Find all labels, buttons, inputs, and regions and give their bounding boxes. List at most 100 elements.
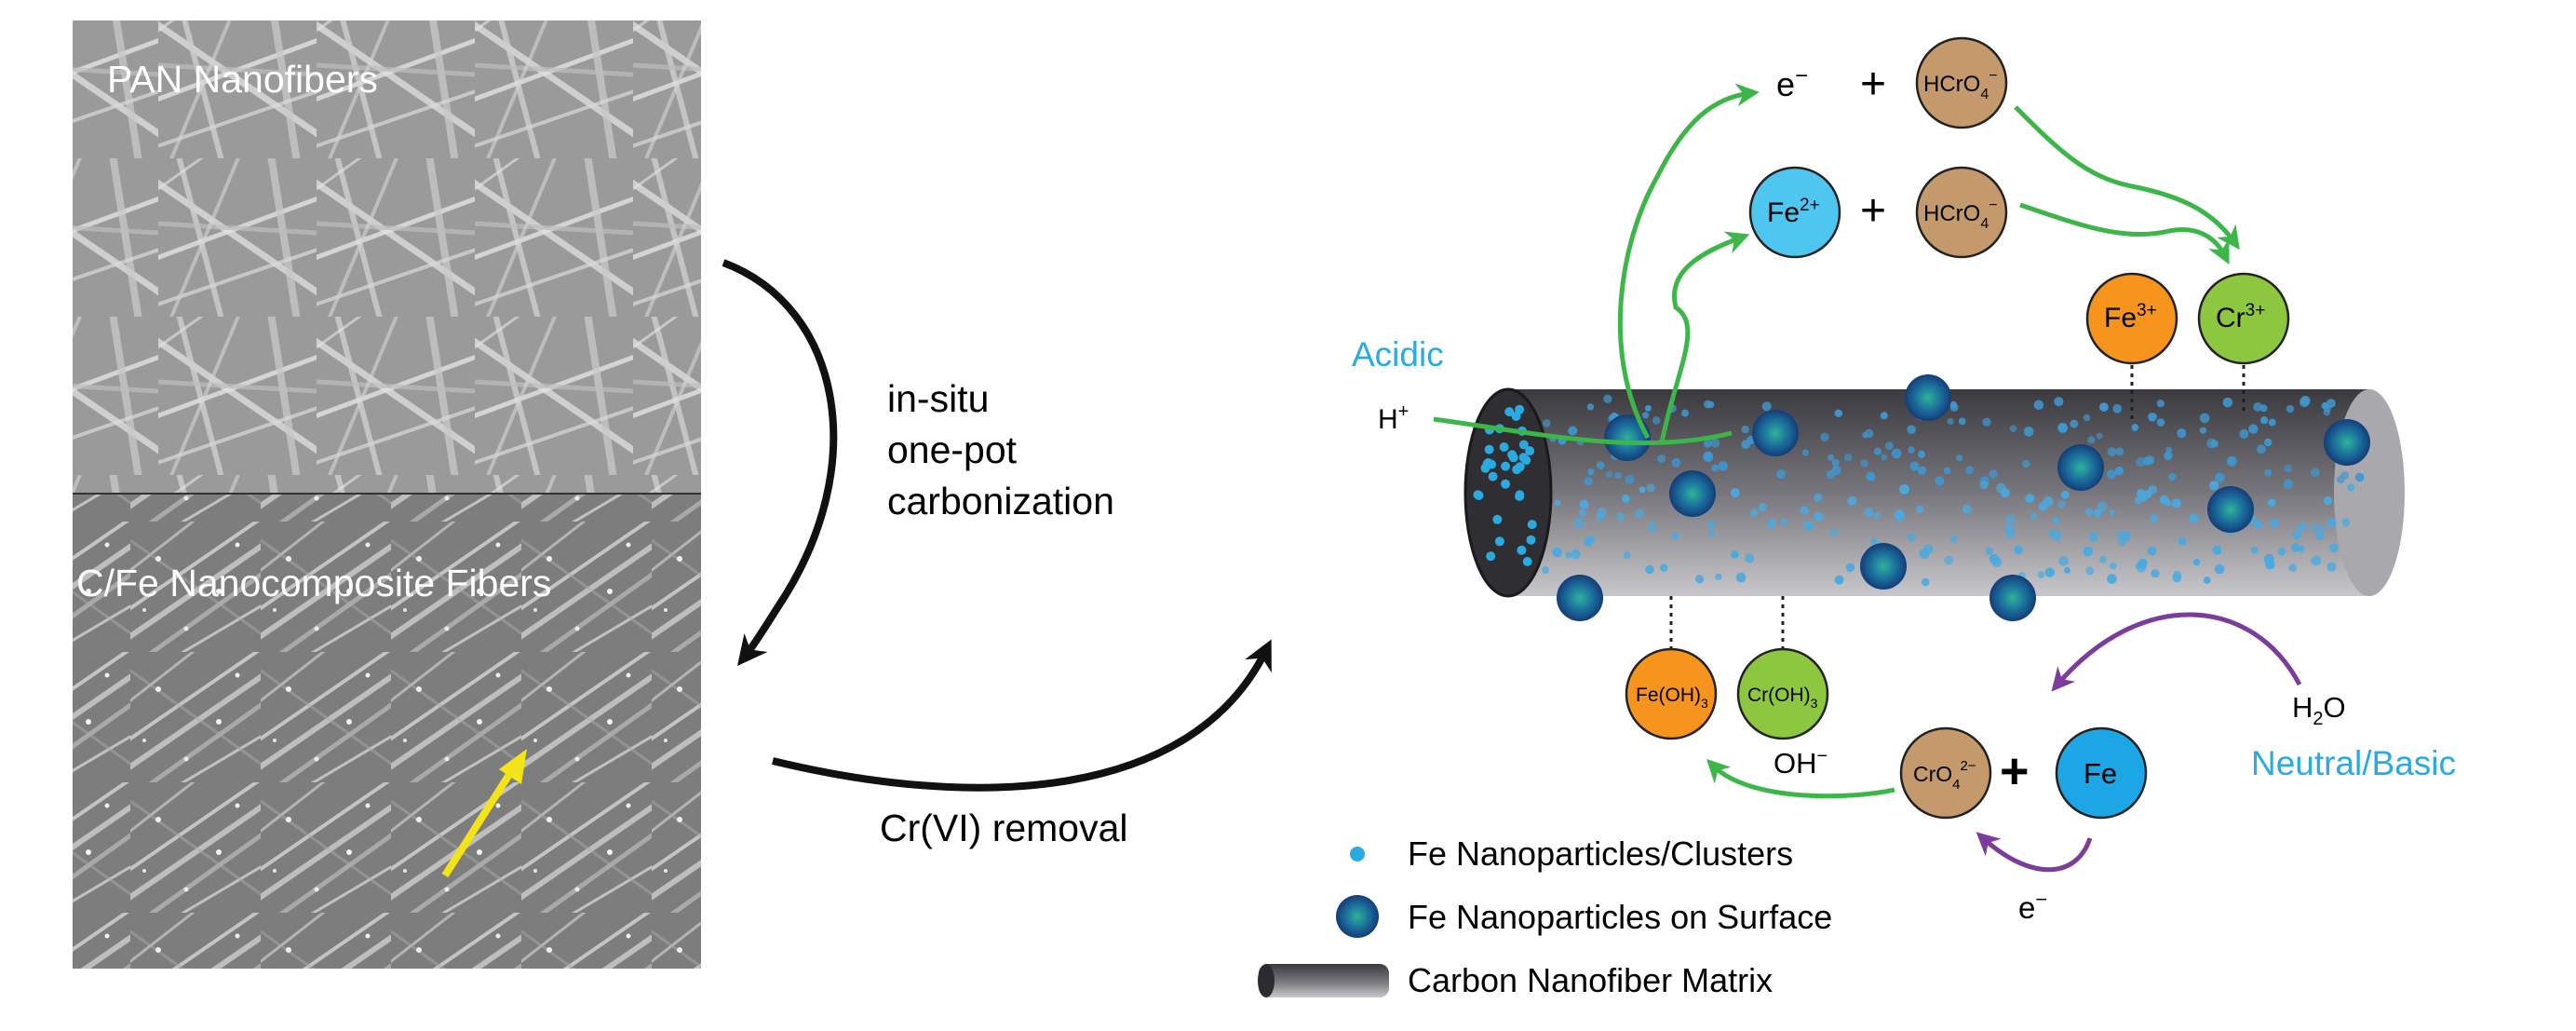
- fe-cluster-dot: [1814, 511, 1824, 522]
- fe-cluster-dot: [2165, 499, 2172, 507]
- fe-cluster-dot: [1780, 518, 1787, 526]
- fe-cluster-dot: [1622, 495, 1630, 503]
- croh3-base: Cr(OH): [1747, 685, 1811, 706]
- fe-cluster-dot: [2037, 571, 2045, 578]
- fe-cluster-dot: [1776, 469, 1786, 480]
- fe-cluster-dot: [1587, 468, 1595, 476]
- fe-cluster-dot: [2171, 498, 2181, 509]
- surface-nanoparticle: [1905, 374, 1951, 421]
- legend-cluster-dot: [1350, 847, 1365, 861]
- fe-cluster-dot: [2060, 490, 2070, 499]
- fe-cluster-dot: [2259, 404, 2268, 413]
- fe-cluster-dot: [2290, 543, 2300, 552]
- fe-cluster-dot: [1894, 509, 1905, 520]
- fe-cluster-dot: [2215, 472, 2225, 483]
- fe-cluster-dot: [1873, 447, 1882, 455]
- fe-cluster-dot: [1907, 533, 1916, 542]
- fe-cluster-dot: [2178, 536, 2187, 546]
- fe-cluster-dot: [2189, 513, 2199, 523]
- surface-nanoparticle: [2057, 444, 2104, 491]
- electron-arrow-basic: [1976, 832, 2093, 873]
- fe-cluster-dot: [1735, 572, 1747, 583]
- fe-cluster-dot: [1571, 549, 1581, 560]
- acidic-pathway: Acidic H+ e− + HCrO4− Fe2+ + HCrO4− Fe3+: [1352, 36, 2290, 446]
- tube-end-dot: [1527, 520, 1537, 530]
- fe-cluster-dot: [1834, 575, 1844, 585]
- fe-cluster-dot: [2192, 558, 2201, 566]
- fe-cluster-dot: [2326, 518, 2337, 528]
- fe-cluster-dot: [1862, 431, 1868, 439]
- fe-cluster-dot: [1639, 486, 1646, 494]
- fe-cluster-dot: [2239, 428, 2249, 439]
- fe-cluster-dot: [2148, 413, 2157, 422]
- fe-cluster-dot: [1596, 461, 1605, 470]
- fe-cluster-dot: [1579, 509, 1586, 517]
- cro4-label: CrO42−: [1913, 758, 1976, 793]
- fe-cluster-dot: [2109, 509, 2116, 516]
- fe-cluster-dot: [1758, 503, 1767, 511]
- fe-cluster-dot: [2214, 563, 2225, 575]
- fe-cluster-dot: [2310, 523, 2318, 532]
- fe-cluster-dot: [1829, 528, 1839, 537]
- water-label: H2O: [2292, 691, 2346, 729]
- fe-cluster-dot: [1908, 446, 1915, 454]
- fe-cluster-dot: [2099, 402, 2109, 412]
- fe-cluster-dot: [2142, 490, 2152, 499]
- fe-cluster-dot: [2199, 427, 2206, 434]
- fe-cluster-dot: [1891, 448, 1902, 459]
- fe-cluster-dot: [1921, 577, 1930, 587]
- tube-end-dot: [1484, 444, 1494, 454]
- fe-cluster-dot: [2107, 574, 2117, 584]
- fe-cluster-dot: [2263, 553, 2274, 564]
- surface-nanoparticle: [1989, 575, 2036, 621]
- fe-cluster-dot: [1803, 521, 1814, 531]
- fe-cluster-dot: [1703, 440, 1712, 448]
- fe3-base: Fe: [2104, 303, 2137, 333]
- fe-cluster-dot: [1880, 412, 1888, 420]
- fe-cluster-dot: [1695, 575, 1705, 584]
- fe-cluster-dot: [1706, 400, 1715, 409]
- electron-top: e−: [1776, 63, 1808, 103]
- tube-end-dot: [1508, 453, 1518, 463]
- hydroxide-label: OH−: [1774, 746, 1827, 780]
- tube-end-dot: [1486, 551, 1496, 562]
- fe-cluster-dot: [1647, 522, 1658, 532]
- hcro4-middle-sup: −: [1989, 197, 1997, 213]
- fe-cluster-dot: [1584, 476, 1593, 486]
- fe-cluster-dot: [2341, 518, 2351, 527]
- tube-end-dot: [1512, 465, 1522, 475]
- fe-label: Fe: [2084, 757, 2117, 790]
- removal-label: Cr(VI) removal: [880, 807, 1128, 849]
- tube-end-dot: [1494, 536, 1504, 547]
- fe-cluster-dot: [1843, 453, 1853, 462]
- croh3-circle: [1736, 647, 1829, 740]
- fe-cluster-dot: [2267, 499, 2275, 507]
- fe2-release-arrow: [1659, 231, 1750, 443]
- fe-cluster-dot: [2326, 562, 2337, 572]
- fe-cluster-dot: [1860, 459, 1868, 468]
- fe-cluster-dot: [1864, 508, 1874, 518]
- fe-cluster-dot: [1956, 454, 1963, 462]
- hydroxide-arrow: [1706, 758, 1895, 799]
- fe-cluster-dot: [1542, 419, 1551, 427]
- fe-cluster-dot: [1745, 553, 1755, 563]
- fe-cluster-dot: [2106, 469, 2116, 480]
- hcro4-circle-middle: [1915, 166, 2008, 259]
- yellow-arrow: [441, 770, 514, 878]
- fe-cluster-dot: [2311, 555, 2322, 566]
- fe-cluster-dot: [2177, 428, 2187, 439]
- fe-cluster-dot: [1979, 481, 1989, 490]
- cro4-sup: 2−: [1961, 758, 1976, 774]
- fe-cluster-dot: [2136, 563, 2147, 573]
- fe-cluster-dot: [2284, 464, 2292, 472]
- fe-cluster-dot: [1800, 506, 1809, 515]
- fe-cluster-dot: [1918, 450, 1926, 458]
- fe-cluster-dot: [1646, 483, 1655, 493]
- fe-cluster-dot: [1652, 416, 1661, 425]
- legend-clusters-label: Fe Nanoparticles/Clusters: [1408, 834, 1793, 873]
- hcro4-label-top: HCrO4−: [1923, 68, 1998, 102]
- fe-cluster-dot: [1916, 505, 1924, 513]
- yellow-arrow-head: [499, 749, 527, 784]
- fe-cluster-dot: [1681, 409, 1690, 417]
